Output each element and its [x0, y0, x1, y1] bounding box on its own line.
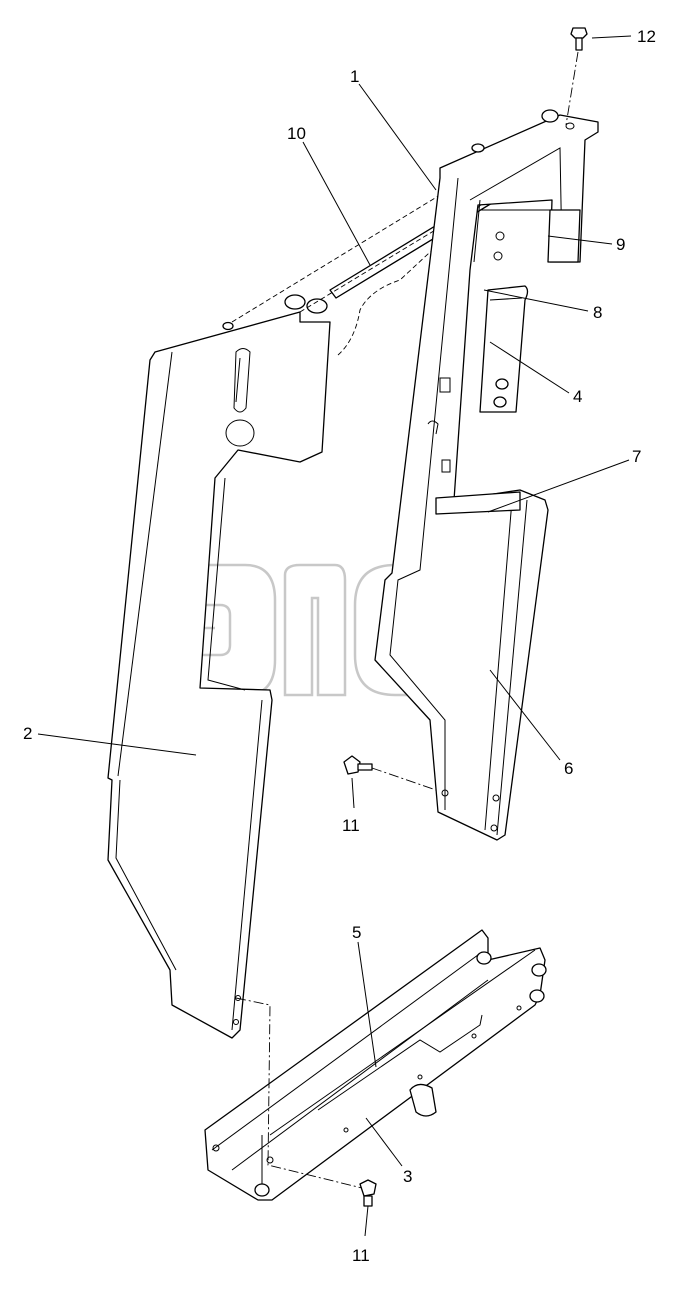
callout-2: 2	[23, 724, 32, 743]
callout-6: 6	[564, 759, 573, 778]
leader-lines	[37, 35, 632, 1237]
bolt-11-upper	[343, 755, 373, 775]
part-1-frame	[222, 109, 599, 841]
callout-12: 12	[637, 27, 656, 46]
bolt-12	[570, 27, 588, 51]
callout-1: 1	[350, 67, 359, 86]
callout-9: 9	[616, 235, 625, 254]
callout-4: 4	[573, 387, 582, 406]
callout-11-upper: 11	[342, 816, 360, 835]
callout-8: 8	[593, 303, 602, 322]
callout-7: 7	[632, 447, 641, 466]
bolt-11-lower	[359, 1179, 377, 1207]
part-3-5-bottom-channel	[204, 929, 547, 1201]
callout-10: 10	[287, 124, 306, 143]
callout-11-lower: 11	[352, 1246, 370, 1265]
center-lines	[235, 51, 579, 1189]
callout-3: 3	[403, 1167, 412, 1186]
callout-5: 5	[352, 923, 361, 942]
part-2-side-panel	[107, 294, 331, 1039]
callout-labels: 1 10 12 9 8 4 7 6 2 11 5 3 11	[23, 27, 656, 1265]
